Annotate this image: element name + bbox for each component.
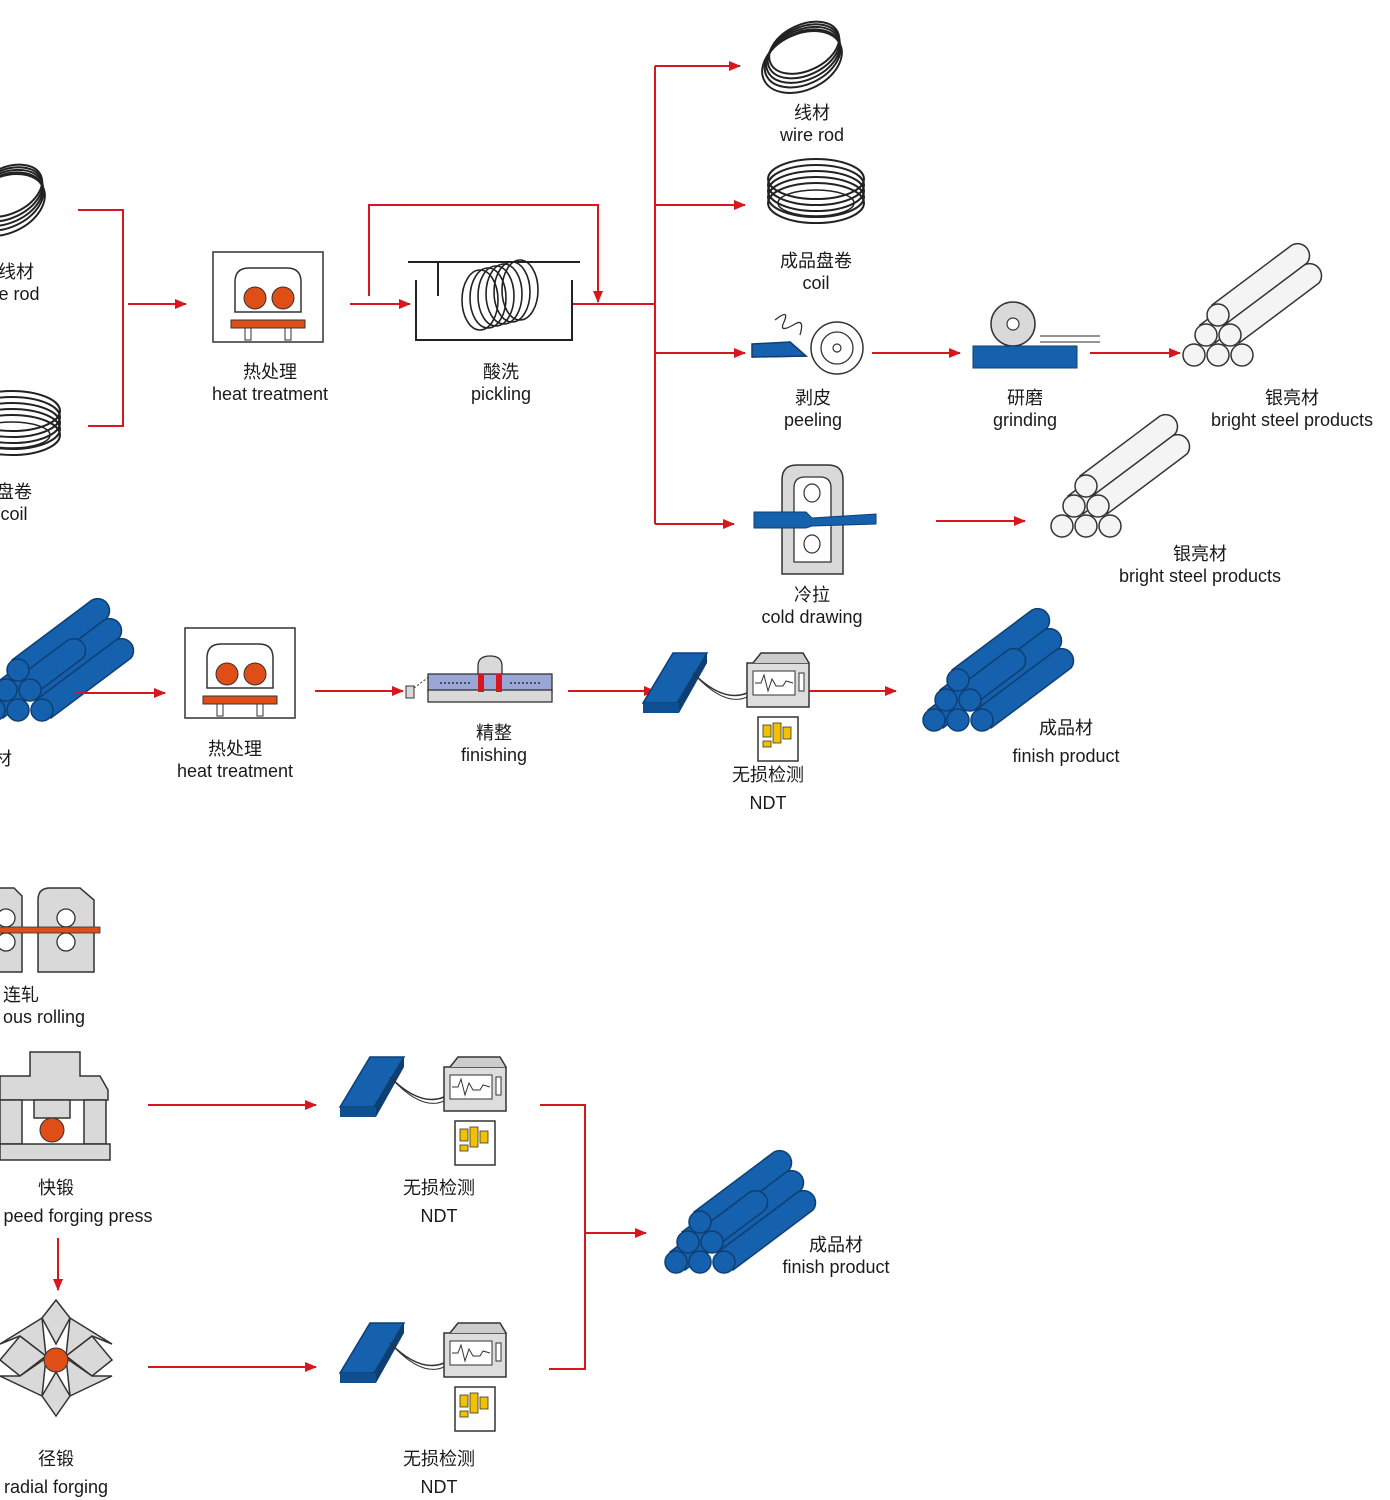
label-ndt-3: 无损检测 NDT [403, 1448, 475, 1498]
label-zh: 热处理 [207, 739, 262, 759]
pickling-tank-icon [408, 259, 580, 341]
label-radial-forging: 径锻 radial forging [4, 1448, 108, 1498]
label-en: finishing [460, 745, 528, 765]
label-zh: 线材 [0, 262, 34, 282]
label-zh: 线材 [794, 103, 830, 123]
label-zh: 连轧 [2, 985, 39, 1005]
label-wire-rod-left: 线材 re rod [0, 261, 40, 305]
label-en: radial forging [3, 1477, 109, 1497]
label-zh: 银亮材 [1173, 544, 1227, 564]
label-en: NDT [749, 793, 787, 813]
continuous-rolling-mill-icon [0, 887, 101, 973]
peeling-machine-icon [751, 313, 864, 375]
label-coil-top: 成品盘卷 coil [780, 250, 852, 294]
label-zh: 热处理 [242, 362, 297, 382]
heat-treatment-furnace-icon [212, 251, 324, 343]
label-zh: 精整 [475, 723, 512, 743]
ndt-device-icon-3 [339, 1322, 507, 1432]
label-en: finish product [1012, 746, 1120, 766]
label-en: bright steel products [1210, 410, 1374, 430]
ndt-device-icon-2 [339, 1056, 507, 1166]
label-cold-drawing: 冷拉 cold drawing [761, 584, 862, 628]
label-coil-left: 盘卷 coil [0, 481, 32, 525]
label-finish-product-1: 成品材 finish product [1012, 717, 1119, 767]
label-en: coil [0, 504, 28, 524]
coil-left-icon [0, 390, 61, 456]
label-bright-steel-2: 银亮材 bright steel products [1119, 543, 1281, 587]
label-en: grinding [992, 410, 1058, 430]
label-heat-treatment-2: 热处理 heat treatment [177, 738, 293, 782]
coil-product-icon [767, 158, 865, 224]
cold-drawing-die-icon [753, 464, 877, 575]
bright-bars-icon-2 [1050, 413, 1191, 538]
label-heat-treatment-1: 热处理 heat treatment [212, 361, 328, 405]
label-en: ous rolling [2, 1007, 86, 1027]
label-bright-steel-1: 银亮材 bright steel products [1211, 387, 1373, 431]
label-zh: 材 [0, 749, 12, 769]
label-zh: 研磨 [1006, 388, 1043, 408]
radial-forging-icon [0, 1298, 114, 1418]
grinding-machine-icon [972, 301, 1100, 369]
label-zh: 盘卷 [0, 482, 32, 502]
bright-bars-icon-1 [1182, 242, 1323, 367]
label-en: heat treatment [176, 761, 294, 781]
label-en: finish product [782, 1257, 890, 1277]
label-en: cold drawing [761, 607, 863, 627]
label-wire-rod-top: 线材 wire rod [780, 102, 844, 146]
label-en: NDT [420, 1206, 458, 1226]
label-zh: 成品材 [1039, 718, 1093, 738]
label-en: heat treatment [211, 384, 329, 404]
label-zh: 酸洗 [483, 362, 519, 382]
label-ndt-2: 无损检测 NDT [403, 1177, 475, 1227]
label-bar-left: 材 [0, 748, 12, 770]
label-zh: 剥皮 [795, 388, 831, 408]
label-en: pickling [470, 384, 532, 404]
finishing-machine-icon [405, 655, 553, 703]
label-zh: 径锻 [38, 1449, 74, 1469]
label-en: NDT [420, 1477, 458, 1497]
label-pickling: 酸洗 pickling [471, 361, 531, 405]
label-fast-forging: 快锻 peed forging press [3, 1177, 152, 1227]
label-en: wire rod [779, 125, 845, 145]
label-en: peeling [783, 410, 843, 430]
wire-rod-coil-icon [751, 10, 853, 107]
label-zh: 成品材 [809, 1235, 863, 1255]
finish-product-bars-icon-1 [922, 607, 1075, 732]
label-zh: 成品盘卷 [780, 251, 852, 271]
label-ndt-1: 无损检测 NDT [732, 764, 804, 814]
label-peeling: 剥皮 peeling [784, 387, 842, 431]
ndt-device-icon-1 [642, 652, 810, 762]
fast-forging-press-icon [0, 1051, 111, 1161]
label-zh: 银亮材 [1265, 388, 1319, 408]
label-en: re rod [0, 284, 40, 304]
wire-rod-coil-left-icon [0, 153, 56, 250]
label-zh: 无损检测 [403, 1178, 475, 1198]
label-zh: 冷拉 [794, 585, 830, 605]
label-continuous-rolling: 连轧 ous rolling [3, 984, 85, 1028]
heat-treatment-furnace-icon-2 [184, 627, 296, 719]
label-finish-product-2: 成品材 finish product [782, 1234, 889, 1278]
bar-stock-left-icon [0, 597, 135, 722]
label-en: bright steel products [1118, 566, 1282, 586]
label-zh: 无损检测 [403, 1449, 475, 1469]
label-zh: 快锻 [37, 1178, 74, 1198]
label-finishing: 精整 finishing [461, 722, 527, 766]
label-grinding: 研磨 grinding [993, 387, 1057, 431]
label-en: coil [802, 273, 830, 293]
label-zh: 无损检测 [732, 765, 804, 785]
label-en: peed forging press [3, 1206, 153, 1226]
